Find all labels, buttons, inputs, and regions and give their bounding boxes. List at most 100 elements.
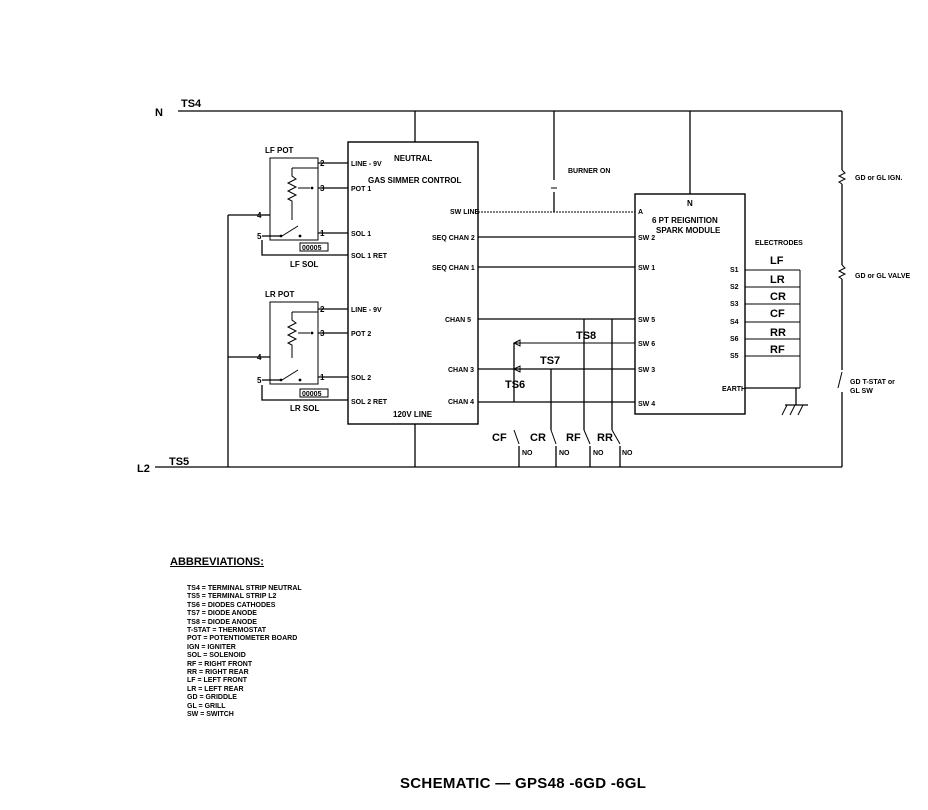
cr-switch xyxy=(550,429,557,445)
simmer-seq-chan2: SEQ CHAN 2 xyxy=(432,235,475,242)
lf-pot-board xyxy=(269,157,319,241)
lr-pot-t4: 4 xyxy=(257,353,262,362)
abbreviation-item: TS6 = DIODES CATHODES xyxy=(187,601,276,609)
lr-pot-board xyxy=(269,301,319,385)
abbreviation-item: IGN = IGNITER xyxy=(187,643,236,651)
lr-pot-title: LR POT xyxy=(265,290,294,299)
gd-ign-label: GD or GL IGN. xyxy=(855,175,902,182)
spark-sw6: SW 6 xyxy=(638,341,655,348)
svg-text:00005: 00005 xyxy=(302,391,322,398)
rf-label: RF xyxy=(566,432,581,444)
lr-sol-switch xyxy=(281,369,299,381)
rf-switch xyxy=(583,429,591,445)
spark-n-label: N xyxy=(687,199,693,208)
lf-pot-t5: 5 xyxy=(257,232,262,241)
simmer-chan5: CHAN 5 xyxy=(445,317,471,324)
gd-tstat-label-2: GL SW xyxy=(850,388,873,395)
abbreviation-item: POT = POTENTIOMETER BOARD xyxy=(187,635,298,643)
spark-sw4: SW 4 xyxy=(638,401,655,408)
spark-title-2: SPARK MODULE xyxy=(656,226,721,235)
abbreviation-item: LF = LEFT FRONT xyxy=(187,677,248,685)
lf-pot-t3: 3 xyxy=(320,184,325,193)
spark-s2: S2 xyxy=(730,284,739,291)
simmer-line-9v-1: LINE - 9V xyxy=(351,161,382,168)
gas-simmer-control-box xyxy=(347,141,479,425)
lr-sol-label: LR SOL xyxy=(290,404,319,413)
electrode-cr: CR xyxy=(770,291,786,303)
lr-sol-coil xyxy=(299,388,329,398)
abbreviation-item: SOL = SOLENOID xyxy=(187,652,246,660)
lr-pot-t5: 5 xyxy=(257,376,262,385)
spark-a: A xyxy=(638,209,643,216)
simmer-title: GAS SIMMER CONTROL xyxy=(368,176,461,185)
l2-label: L2 xyxy=(137,463,150,475)
spark-s3: S3 xyxy=(730,301,739,308)
simmer-sol1-ret: SOL 1 RET xyxy=(351,253,388,260)
spark-sw2: SW 2 xyxy=(638,235,655,242)
gd-tstat-label-1: GD T-STAT or xyxy=(850,379,895,386)
simmer-seq-chan1: SEQ CHAN 1 xyxy=(432,265,475,272)
lf-pot-t2: 2 xyxy=(320,159,325,168)
spark-s4: S4 xyxy=(730,319,739,326)
neutral-label: N xyxy=(155,107,163,119)
rr-label: RR xyxy=(597,432,613,444)
simmer-sol1: SOL 1 xyxy=(351,231,371,238)
ts4-label: TS4 xyxy=(181,98,202,110)
abbreviations-list: TS4 = TERMINAL STRIP NEUTRAL TS5 = TERMI… xyxy=(187,585,302,720)
cf-no: NO xyxy=(522,450,533,457)
abbreviation-item: TS7 = DIODE ANODE xyxy=(187,610,257,618)
simmer-chan4: CHAN 4 xyxy=(448,399,474,406)
earth-ground-icon xyxy=(781,404,804,416)
svg-text:00005: 00005 xyxy=(302,245,322,252)
gd-ign-resistor xyxy=(837,169,847,185)
simmer-pot1: POT 1 xyxy=(351,186,371,193)
electrodes-title: ELECTRODES xyxy=(755,240,803,247)
simmer-neutral-label: NEUTRAL xyxy=(394,154,432,163)
electrode-rr: RR xyxy=(770,327,786,339)
lf-pot-title: LF POT xyxy=(265,146,294,155)
rr-switch xyxy=(611,429,621,445)
ts5-label: TS5 xyxy=(169,456,189,468)
lr-pot-t1: 1 xyxy=(320,373,325,382)
electrode-lr: LR xyxy=(770,274,785,286)
abbreviation-item: LR = LEFT REAR xyxy=(187,685,244,693)
lf-pot-t1: 1 xyxy=(320,229,325,238)
spark-s6: S6 xyxy=(730,336,739,343)
cf-label: CF xyxy=(492,432,507,444)
abbreviation-item: GL = GRILL xyxy=(187,702,226,710)
cf-switch xyxy=(513,429,520,445)
rf-no: NO xyxy=(593,450,604,457)
lr-pot-t2: 2 xyxy=(320,305,325,314)
abbreviation-item: SW = SWITCH xyxy=(187,711,234,719)
ts7-label: TS7 xyxy=(540,355,560,367)
spark-s1: S1 xyxy=(730,267,739,274)
ts8-label: TS8 xyxy=(576,330,596,342)
electrode-rf: RF xyxy=(770,344,785,356)
abbreviations-title: ABBREVIATIONS: xyxy=(170,556,264,568)
spark-sw5: SW 5 xyxy=(638,317,655,324)
gd-tstat-switch xyxy=(837,371,843,389)
simmer-chan3: CHAN 3 xyxy=(448,367,474,374)
electrode-lf: LF xyxy=(770,255,784,267)
abbreviation-item: T-STAT = THERMOSTAT xyxy=(187,627,267,635)
simmer-sol2-ret: SOL 2 RET xyxy=(351,399,388,406)
abbreviation-item: TS5 = TERMINAL STRIP L2 xyxy=(187,593,277,601)
simmer-pot2: POT 2 xyxy=(351,331,371,338)
spark-sw3: SW 3 xyxy=(638,367,655,374)
simmer-120v-line: 120V LINE xyxy=(393,410,433,419)
lf-sol-label: LF SOL xyxy=(290,260,319,269)
lf-pot-resistor xyxy=(286,168,298,214)
simmer-sw-line: SW LINE xyxy=(450,209,479,216)
cr-no: NO xyxy=(559,450,570,457)
gd-valve-resistor xyxy=(837,264,847,280)
abbreviation-item: GD = GRIDDLE xyxy=(187,694,237,702)
schematic-title: SCHEMATIC — GPS48 -6GD -6GL xyxy=(400,775,647,792)
abbreviation-item: RR = RIGHT REAR xyxy=(187,669,249,677)
rr-no: NO xyxy=(622,450,633,457)
spark-s5: S5 xyxy=(730,353,739,360)
spark-sw1: SW 1 xyxy=(638,265,655,272)
simmer-line-9v-2: LINE - 9V xyxy=(351,307,382,314)
cr-label: CR xyxy=(530,432,546,444)
ts6-label: TS6 xyxy=(505,379,525,391)
